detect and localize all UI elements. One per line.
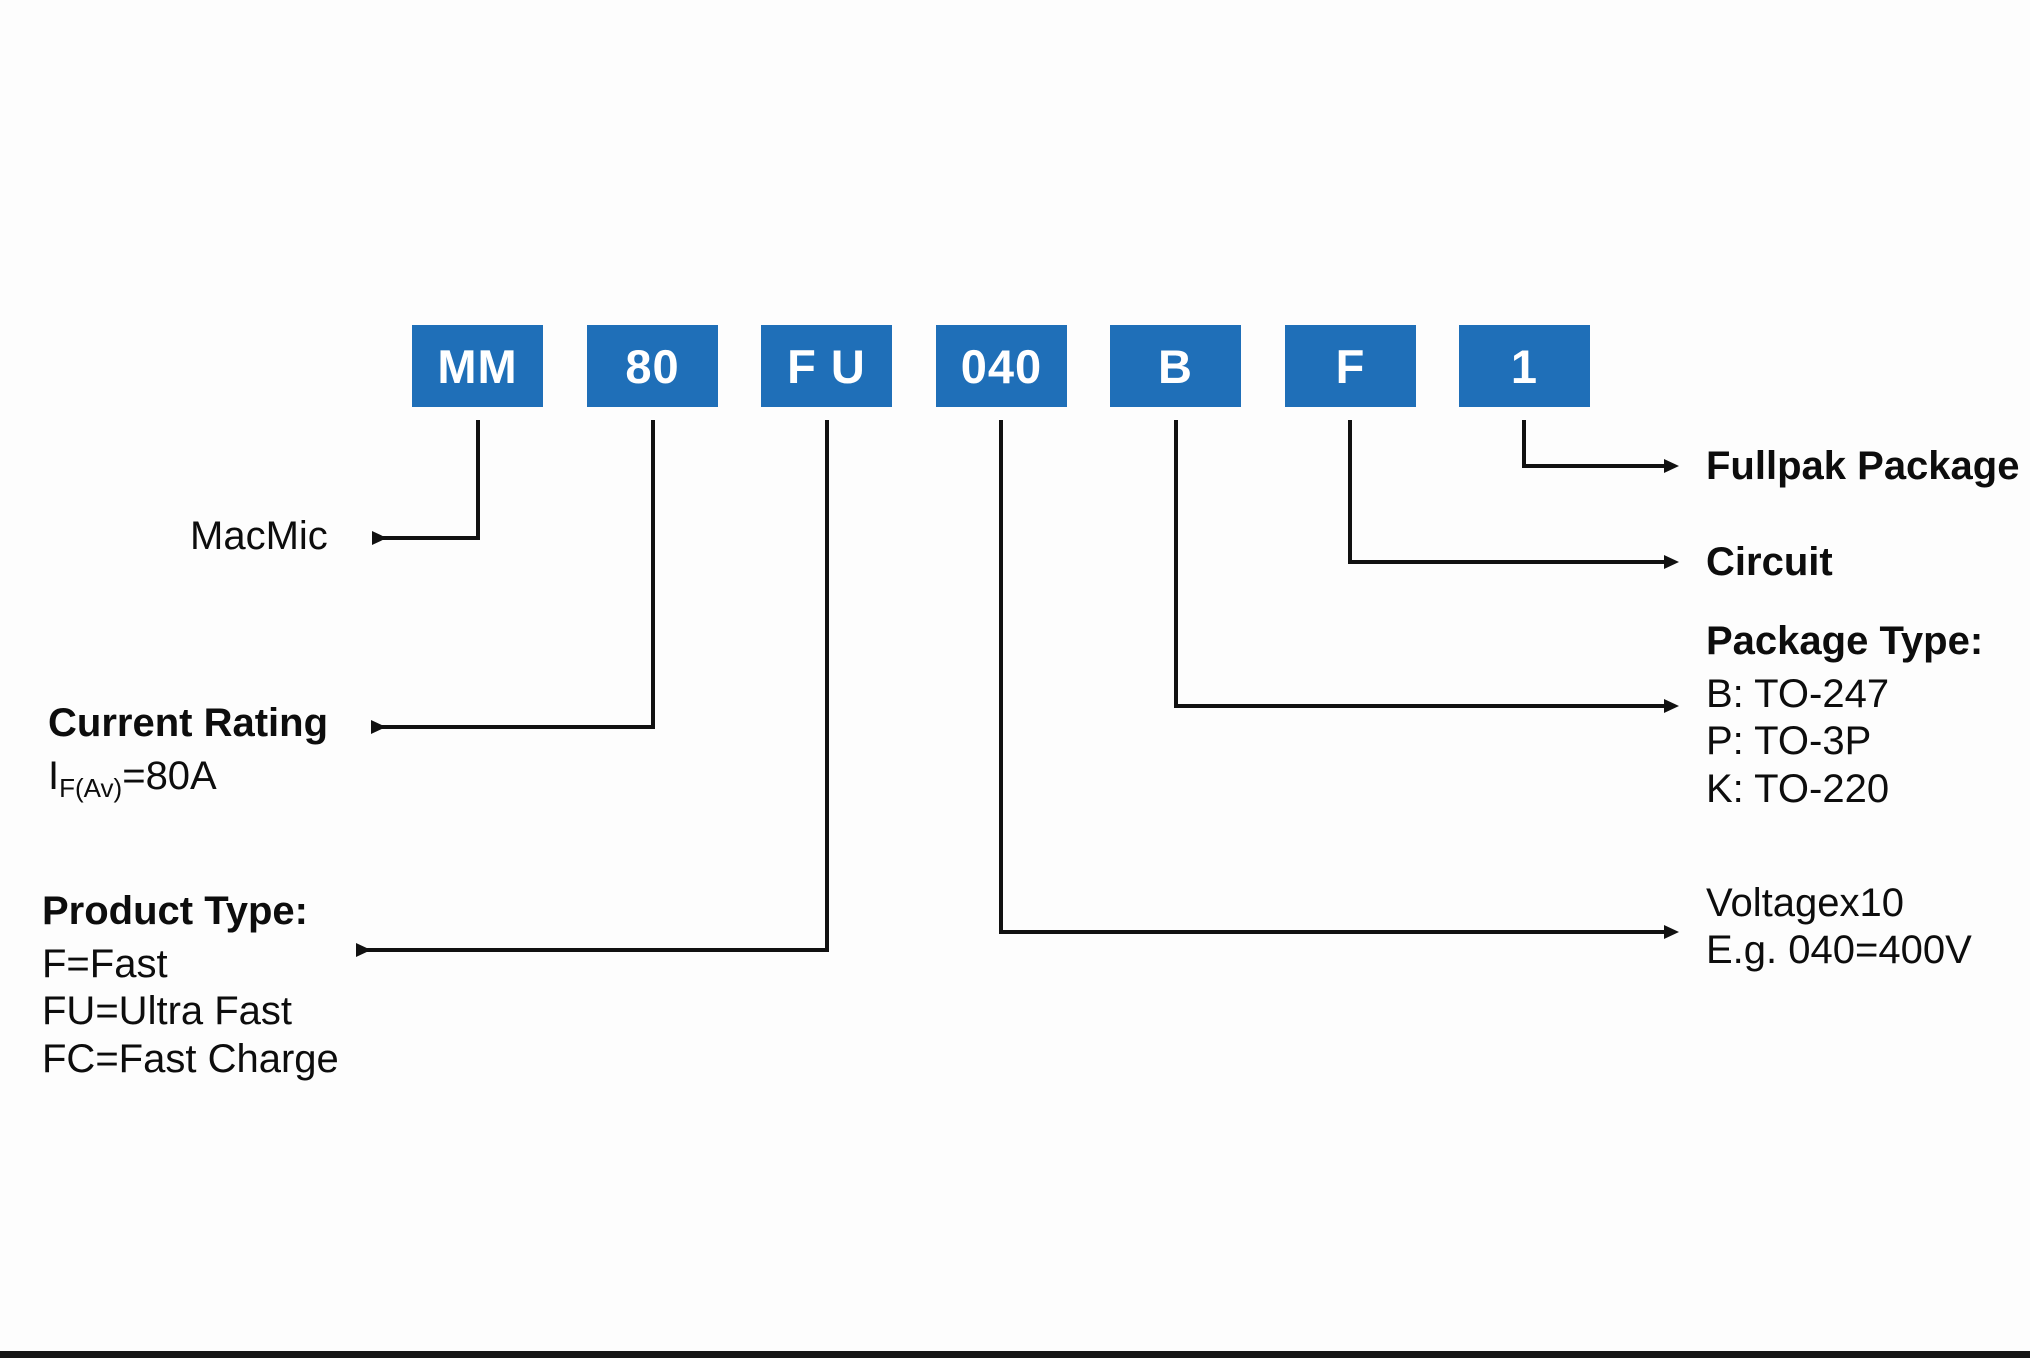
- label-current-rating-heading: Current Rating: [48, 701, 328, 745]
- connector-f-to-circuit: [1348, 420, 1679, 569]
- label-voltage: Voltagex10 E.g. 040=400V: [1706, 880, 1972, 974]
- code-box-b[interactable]: B: [1110, 325, 1241, 407]
- label-package-type: Package Type: B: TO-247 P: TO-3P K: TO-2…: [1706, 618, 1983, 813]
- label-product-type-option-2: FU=Ultra Fast: [42, 989, 293, 1034]
- label-circuit-heading: Circuit: [1706, 540, 1833, 584]
- label-package-type-option-1: B: TO-247: [1706, 672, 1890, 717]
- label-fullpak-package-heading: Fullpak Package: [1706, 444, 2020, 488]
- label-package-type-option-2: P: TO-3P: [1706, 719, 1872, 764]
- label-current-rating: Current Rating IF(Av)=80A: [48, 700, 328, 804]
- label-current-rating-formula: IF(Av)=80A: [48, 753, 328, 804]
- label-product-type-option-1: F=Fast: [42, 942, 168, 987]
- formula-symbol: I: [48, 754, 60, 799]
- label-product-type-heading: Product Type:: [42, 889, 308, 933]
- formula-subscript: F(Av): [59, 773, 123, 804]
- label-voltage-line-1: Voltagex10: [1706, 881, 1904, 925]
- connector-80-to-current-rating: [371, 420, 655, 734]
- connector-1-to-fullpak-package: [1522, 420, 1679, 473]
- label-fullpak-package: Fullpak Package: [1706, 443, 2019, 490]
- code-box-mm[interactable]: MM: [412, 325, 543, 407]
- label-circuit: Circuit: [1706, 539, 1833, 586]
- label-package-type-option-3: K: TO-220: [1706, 766, 1890, 811]
- connector-fu-to-product-type: [356, 420, 829, 957]
- connector-b-to-package-type: [1174, 420, 1679, 713]
- code-box-fu[interactable]: F U: [761, 325, 892, 407]
- formula-value: =80A: [122, 754, 217, 799]
- label-product-type: Product Type: F=Fast FU=Ultra Fast FC=Fa…: [42, 888, 339, 1083]
- label-package-type-heading: Package Type:: [1706, 619, 1984, 663]
- connector-040-to-voltage: [999, 420, 1679, 939]
- label-product-type-option-3: FC=Fast Charge: [42, 1036, 339, 1081]
- code-box-80[interactable]: 80: [587, 325, 718, 407]
- code-box-1[interactable]: 1: [1459, 325, 1590, 407]
- label-voltage-line-2: E.g. 040=400V: [1706, 928, 1972, 973]
- bottom-divider: [0, 1351, 2030, 1358]
- connector-mm-to-macmic: [372, 420, 480, 545]
- code-box-040[interactable]: 040: [936, 325, 1067, 407]
- label-macmic: MacMic: [190, 513, 328, 560]
- label-macmic-text: MacMic: [190, 514, 328, 558]
- code-box-f[interactable]: F: [1285, 325, 1416, 407]
